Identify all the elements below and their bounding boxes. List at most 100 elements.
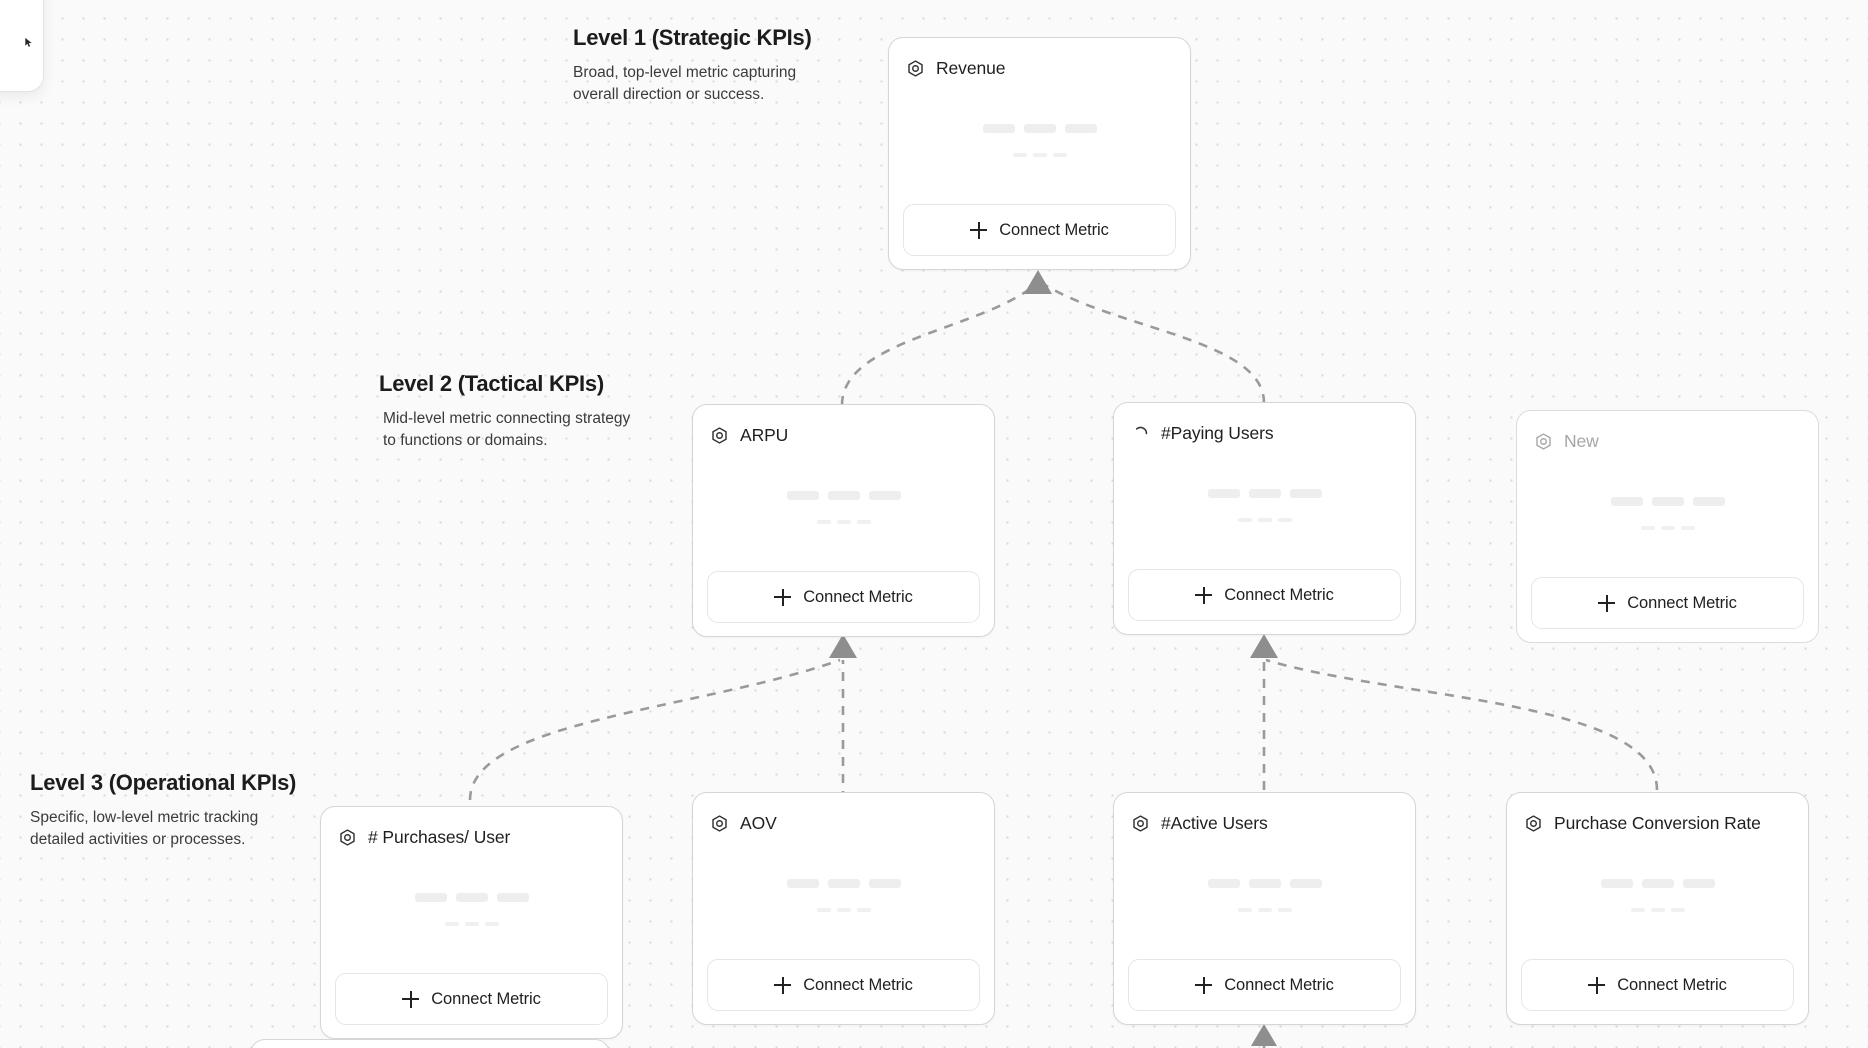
connect-metric-label: Connect Metric bbox=[999, 220, 1109, 239]
skeleton-bar bbox=[1289, 878, 1322, 888]
card-skeleton-body bbox=[903, 82, 1176, 204]
card-skeleton-body bbox=[1531, 455, 1804, 577]
skeleton-bar-small bbox=[1660, 525, 1675, 530]
skeleton-bar-small bbox=[1630, 907, 1645, 912]
level-3-title: Level 3 (Operational KPIs) bbox=[30, 770, 297, 795]
connect-metric-button[interactable]: Connect Metric bbox=[1128, 959, 1401, 1011]
connect-metric-label: Connect Metric bbox=[1224, 585, 1334, 604]
plus-icon bbox=[774, 976, 792, 994]
skeleton-bar-small bbox=[444, 921, 459, 926]
connect-metric-label: Connect Metric bbox=[431, 989, 541, 1008]
skeleton-bar-small bbox=[1277, 907, 1292, 912]
level-2-block: Level 2 (Tactical KPIs) Mid-level metric… bbox=[379, 371, 631, 451]
arrowhead-bottom-partial bbox=[1251, 1024, 1277, 1046]
arrowhead-arpu bbox=[829, 634, 857, 658]
metric-card-partial-bottom-left[interactable] bbox=[250, 1039, 610, 1048]
level-2-title: Level 2 (Tactical KPIs) bbox=[379, 371, 604, 396]
skeleton-row-primary bbox=[982, 123, 1097, 133]
level-1-description: Broad, top-level metric capturing overal… bbox=[573, 64, 797, 103]
metric-card-active-users[interactable]: #Active Users Connect Metric bbox=[1113, 792, 1416, 1025]
hexagon-metric-icon bbox=[710, 814, 729, 833]
plus-icon bbox=[970, 221, 988, 239]
plus-icon bbox=[1195, 976, 1213, 994]
card-title: #Paying Users bbox=[1161, 422, 1274, 443]
skeleton-bar-small bbox=[1032, 152, 1047, 157]
skeleton-bar bbox=[1600, 878, 1633, 888]
arrowhead-revenue bbox=[1024, 270, 1052, 294]
skeleton-row-primary bbox=[1610, 496, 1725, 506]
skeleton-bar-small bbox=[1670, 907, 1685, 912]
skeleton-bar bbox=[786, 490, 819, 500]
loading-spinner-icon bbox=[1131, 424, 1150, 443]
metric-card-revenue[interactable]: Revenue Connect Metric bbox=[888, 37, 1191, 270]
metric-card-purchases-per-user[interactable]: # Purchases/ User Connect Metric bbox=[320, 806, 623, 1039]
skeleton-bar bbox=[1289, 488, 1322, 498]
card-title: ARPU bbox=[740, 424, 789, 445]
skeleton-bar-small bbox=[1012, 152, 1027, 157]
skeleton-row-secondary bbox=[1630, 907, 1685, 912]
level-1-title: Level 1 (Strategic KPIs) bbox=[573, 25, 812, 50]
skeleton-bar-small bbox=[836, 519, 851, 524]
level-3-description: Specific, low-level metric tracking deta… bbox=[30, 809, 259, 848]
plus-icon bbox=[1588, 976, 1606, 994]
skeleton-bar-small bbox=[464, 921, 479, 926]
skeleton-bar bbox=[786, 878, 819, 888]
skeleton-bar bbox=[827, 490, 860, 500]
card-header: #Active Users bbox=[1128, 807, 1401, 837]
plus-icon bbox=[774, 588, 792, 606]
level-3-block: Level 3 (Operational KPIs) Specific, low… bbox=[30, 770, 296, 850]
connect-metric-label: Connect Metric bbox=[1627, 593, 1737, 612]
connect-metric-label: Connect Metric bbox=[803, 587, 913, 606]
skeleton-bar bbox=[868, 490, 901, 500]
hexagon-metric-icon bbox=[710, 426, 729, 445]
card-title: New bbox=[1564, 430, 1599, 451]
skeleton-row-secondary bbox=[1640, 525, 1695, 530]
skeleton-bar-small bbox=[1640, 525, 1655, 530]
metric-card-new[interactable]: New Connect Metric bbox=[1516, 410, 1819, 643]
floating-toolbar-panel[interactable] bbox=[0, 0, 44, 92]
card-title: # Purchases/ User bbox=[368, 826, 511, 847]
skeleton-bar-small bbox=[816, 907, 831, 912]
connect-metric-label: Connect Metric bbox=[1617, 975, 1727, 994]
hexagon-metric-icon bbox=[1534, 432, 1553, 451]
connect-metric-button[interactable]: Connect Metric bbox=[335, 973, 608, 1025]
skeleton-row-primary bbox=[786, 490, 901, 500]
skeleton-bar bbox=[1207, 488, 1240, 498]
skeleton-row-primary bbox=[1600, 878, 1715, 888]
skeleton-bar bbox=[868, 878, 901, 888]
connect-metric-button[interactable]: Connect Metric bbox=[707, 959, 980, 1011]
plus-icon bbox=[1195, 586, 1213, 604]
arrowhead-paying-users bbox=[1250, 634, 1278, 658]
connect-metric-button[interactable]: Connect Metric bbox=[903, 204, 1176, 256]
skeleton-bar bbox=[1692, 496, 1725, 506]
skeleton-bar bbox=[1248, 488, 1281, 498]
connect-metric-button[interactable]: Connect Metric bbox=[1521, 959, 1794, 1011]
skeleton-bar bbox=[1641, 878, 1674, 888]
metric-card-arpu[interactable]: ARPU Connect Metric bbox=[692, 404, 995, 637]
edge-paying-users-to-revenue bbox=[1044, 283, 1266, 404]
metric-card-aov[interactable]: AOV Connect Metric bbox=[692, 792, 995, 1025]
connect-metric-button[interactable]: Connect Metric bbox=[1128, 569, 1401, 621]
metric-card-paying-users[interactable]: #Paying Users Connect Metric bbox=[1113, 402, 1416, 635]
connect-metric-button[interactable]: Connect Metric bbox=[1531, 577, 1804, 629]
card-title: AOV bbox=[740, 812, 777, 833]
skeleton-bar-small bbox=[856, 907, 871, 912]
hexagon-metric-icon bbox=[1131, 814, 1150, 833]
card-title: #Active Users bbox=[1161, 812, 1268, 833]
connect-metric-label: Connect Metric bbox=[1224, 975, 1334, 994]
skeleton-bar bbox=[1651, 496, 1684, 506]
level-2-description: Mid-level metric connecting strategy to … bbox=[383, 410, 631, 449]
card-skeleton-body bbox=[1128, 837, 1401, 959]
skeleton-bar bbox=[1064, 123, 1097, 133]
card-header: New bbox=[1531, 425, 1804, 455]
skeleton-row-secondary bbox=[816, 907, 871, 912]
skeleton-row-secondary bbox=[1237, 517, 1292, 522]
skeleton-bar bbox=[1248, 878, 1281, 888]
skeleton-bar bbox=[1023, 123, 1056, 133]
metric-card-purchase-conversion-rate[interactable]: Purchase Conversion Rate Connect Metric bbox=[1506, 792, 1809, 1025]
connect-metric-button[interactable]: Connect Metric bbox=[707, 571, 980, 623]
skeleton-bar-small bbox=[1237, 907, 1252, 912]
card-header: Revenue bbox=[903, 52, 1176, 82]
skeleton-bar-small bbox=[1052, 152, 1067, 157]
